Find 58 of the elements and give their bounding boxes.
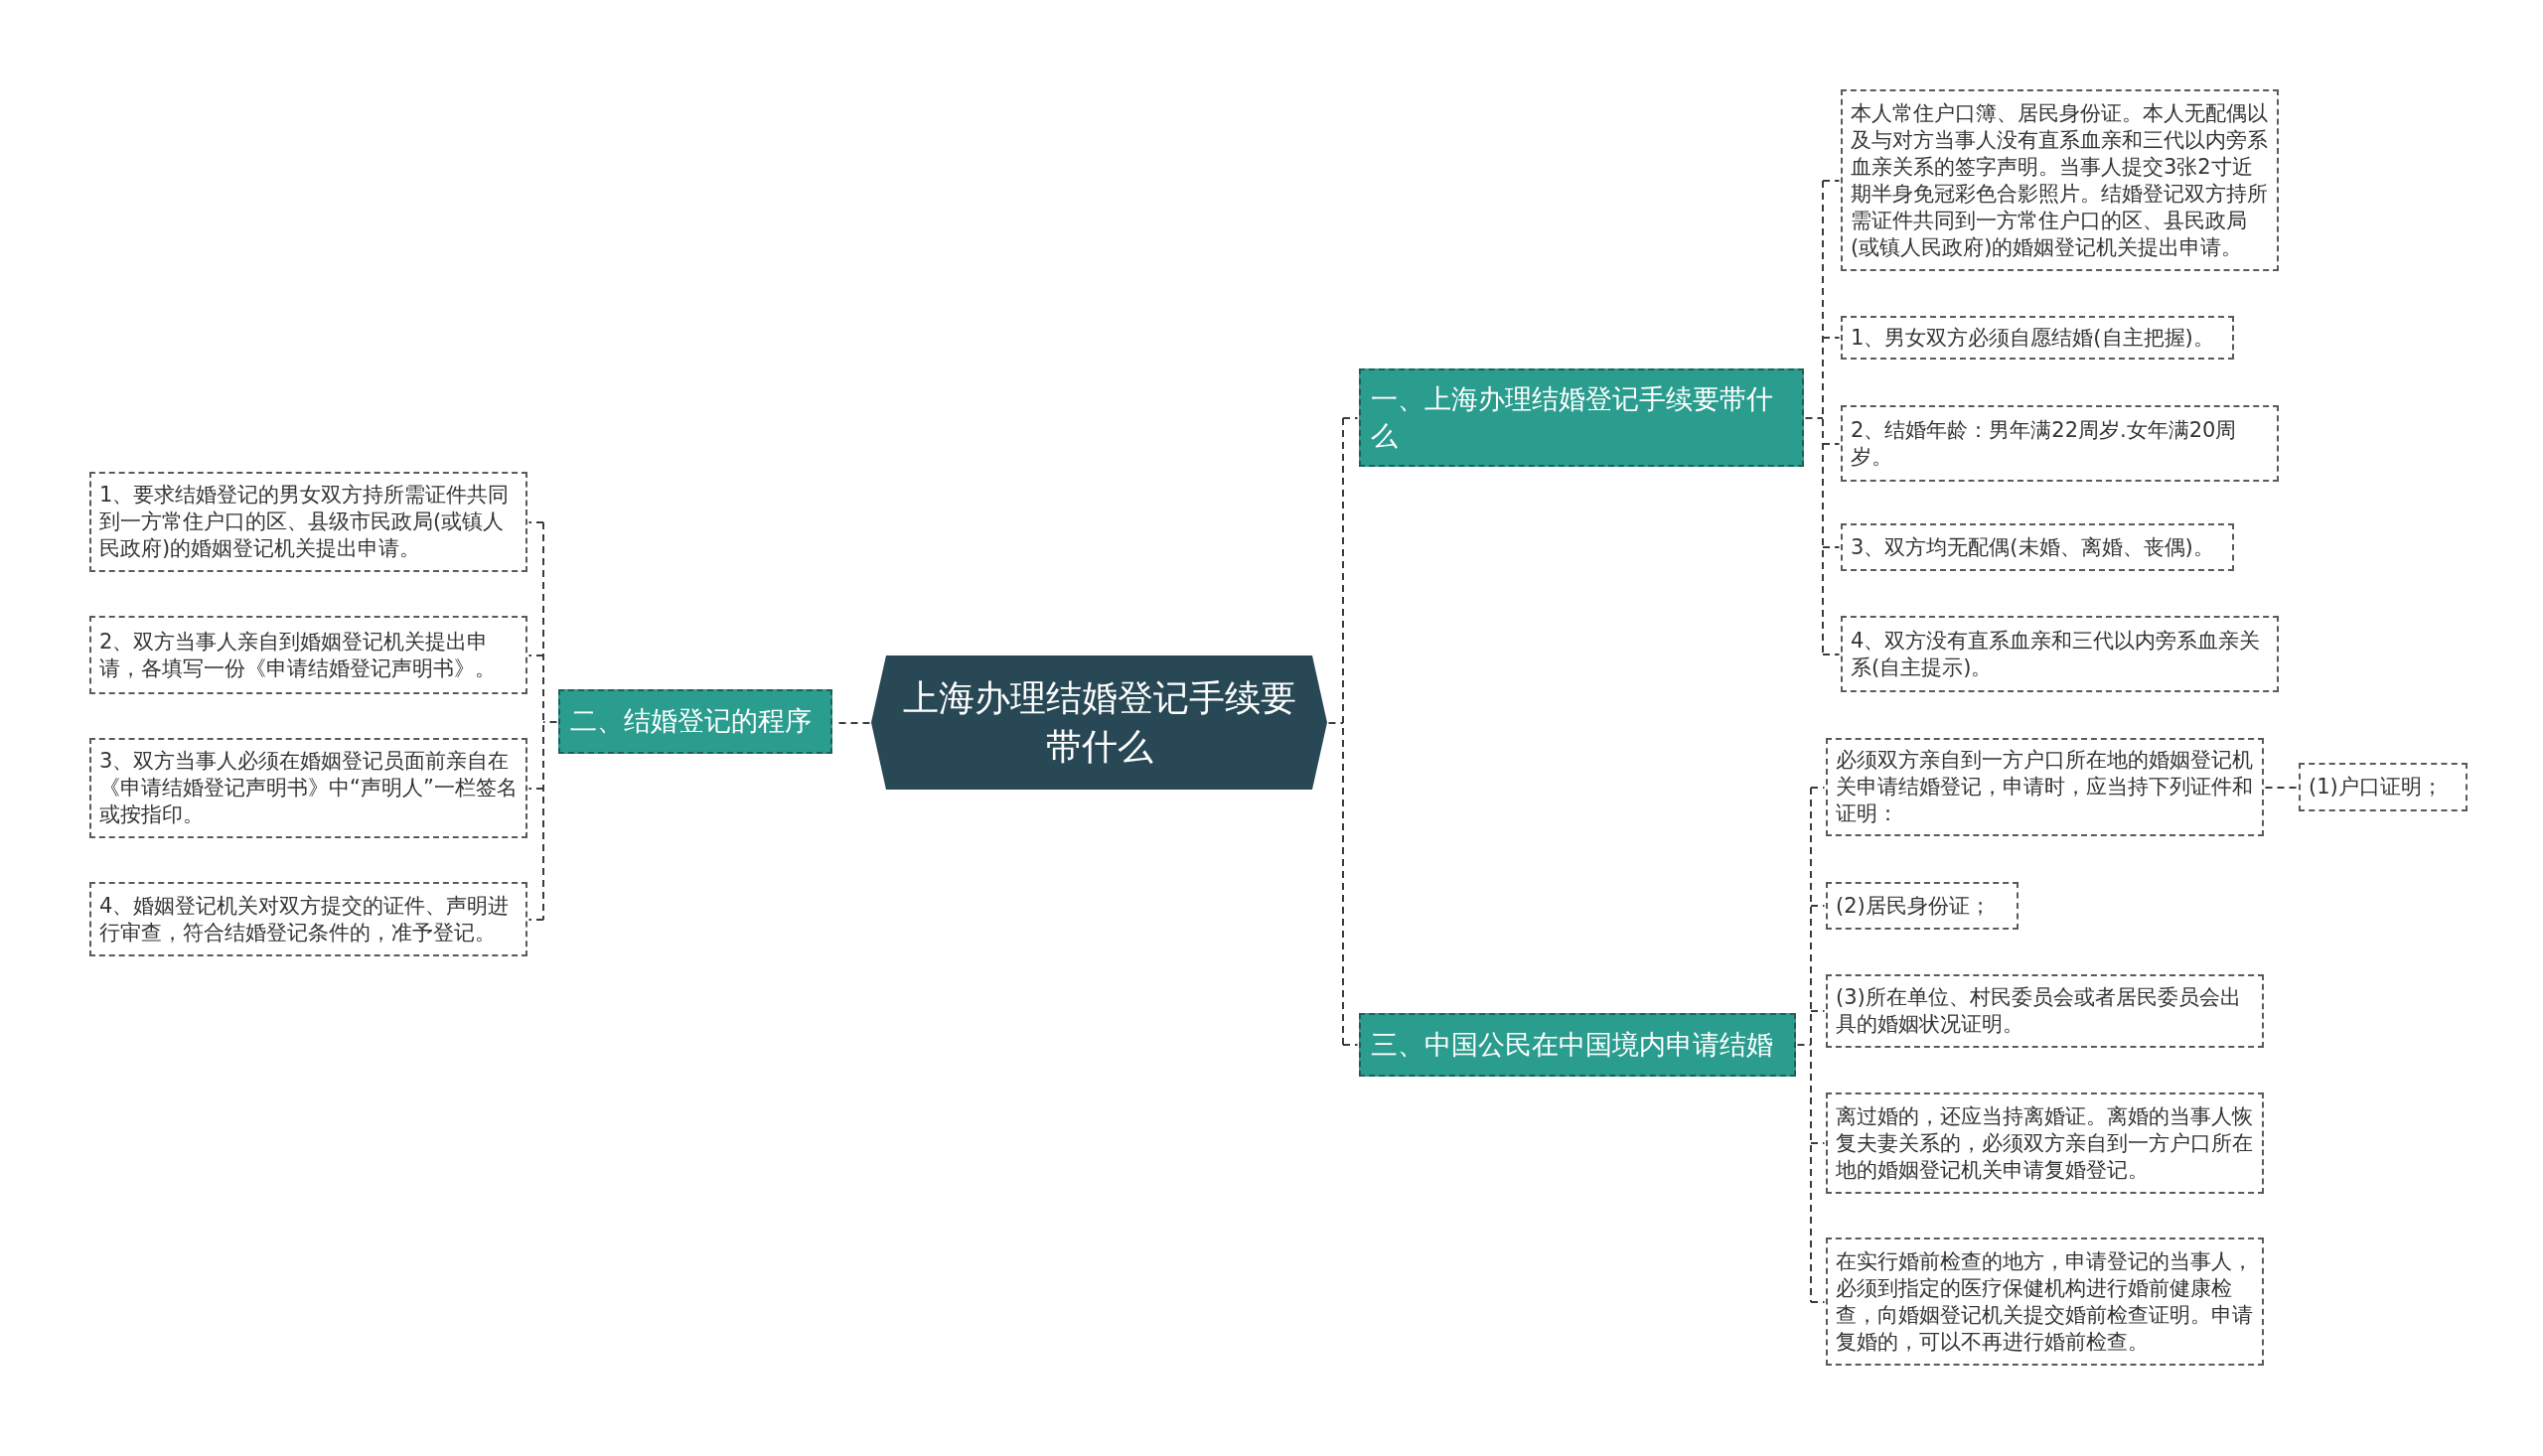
connector-line	[2264, 787, 2299, 789]
detail-text: 2、结婚年龄：男年满22周岁.女年满20周岁。	[1851, 416, 2238, 471]
branch-topic-text: 一、上海办理结婚登记手续要带什么	[1371, 382, 1774, 453]
connector-line	[1810, 1301, 1826, 1303]
detail-box	[1826, 738, 2264, 836]
connector-line	[1822, 654, 1841, 655]
detail-text: 在实行婚前检查的地方，申请登记的当事人，必须到指定的医疗保健机构进行婚前健康检查，向婚姻登记机关提交婚前检查证明。申请复婚的，可以不再进行婚前检查。	[1836, 1247, 2254, 1356]
detail-text: 1、要求结婚登记的男女双方持所需证件共同到一方常住户口的区、县级市民政局(或镇人民政府)的婚姻登记机关提出申请。	[99, 482, 511, 562]
detail-box	[89, 738, 527, 838]
branch-topic-text: 三、中国公民在中国境内申请结婚	[1371, 1027, 1773, 1062]
detail-text: (2)居民身份证；	[1836, 892, 1991, 920]
connector-line	[1810, 905, 1826, 907]
detail-text: 离过婚的，还应当持离婚证。离婚的当事人恢复夫妻关系的，必须双方亲自到一方户口所在地的婚姻登记机关申请复婚登记。	[1836, 1102, 2254, 1184]
connector-line	[1327, 417, 1344, 1046]
detail-text: 2、双方当事人亲自到婚姻登记机关提出申请，各填写一份《申请结婚登记声明书》。	[99, 628, 497, 682]
detail-text: 3、双方当事人必须在婚姻登记员面前亲自在《申请结婚登记声明书》中“声明人”一栏签名或按指印。	[99, 748, 518, 828]
detail-box	[1826, 882, 2019, 930]
branch-topic-box	[1359, 1013, 1796, 1077]
detail-text: 必须双方亲自到一方户口所在地的婚姻登记机关申请结婚登记，申请时，应当持下列证件和证明：	[1836, 747, 2254, 827]
detail-text: (3)所在单位、村民委员会或者居民委员会出具的婚姻状况证明。	[1836, 984, 2242, 1038]
branch-topic-box	[1359, 368, 1804, 467]
connector-line	[527, 655, 544, 656]
connector-line	[1342, 417, 1359, 419]
detail-box	[1841, 616, 2279, 692]
connector-line	[1822, 546, 1841, 548]
detail-text: 1、男女双方必须自愿结婚(自主把握)。	[1851, 324, 2214, 352]
detail-text: (1)户口证明；	[2309, 774, 2443, 801]
detail-box	[1826, 1092, 2264, 1194]
connector-line	[527, 919, 544, 921]
connector-line	[542, 521, 558, 921]
connector-line	[1810, 1142, 1826, 1144]
central-topic-hexagon	[871, 655, 1327, 790]
connector-line	[527, 788, 544, 790]
detail-box	[89, 472, 527, 572]
detail-text: 4、婚姻登记机关对双方提交的证件、声明进行审查，符合结婚登记条件的，准予登记。	[99, 892, 511, 946]
connector-line	[1810, 1010, 1826, 1012]
connector-line	[1810, 787, 1826, 789]
detail-box	[89, 616, 527, 694]
connector-line	[1342, 1044, 1359, 1046]
central-topic-text: 上海办理结婚登记手续要带什么	[901, 675, 1297, 769]
detail-text: 3、双方均无配偶(未婚、离婚、丧偶)。	[1851, 533, 2214, 561]
detail-box	[1841, 316, 2234, 360]
branch-topic-text: 二、结婚登记的程序	[570, 704, 812, 739]
detail-box	[89, 882, 527, 956]
detail-box	[1826, 1238, 2264, 1366]
connector-line	[1822, 337, 1841, 339]
detail-box	[1841, 405, 2279, 482]
detail-box	[1841, 523, 2234, 571]
detail-box	[2299, 763, 2468, 811]
detail-box	[1826, 974, 2264, 1048]
detail-text: 本人常住户口簿、居民身份证。本人无配偶以及与对方当事人没有直系血亲和三代以内旁系血亲关系的签字声明。当事人提交3张2寸近期半身免冠彩色合影照片。结婚登记双方持所需证件共同到一方常住户口的区、县民政局(或镇人民政府)的婚姻登记机关提出申请。	[1851, 99, 2269, 261]
detail-text: 4、双方没有直系血亲和三代以内旁系血亲关系(自主提示)。	[1851, 627, 2262, 681]
connector-line	[527, 521, 544, 523]
connector-line	[1804, 180, 1824, 655]
connector-line	[1822, 180, 1841, 182]
branch-topic-box	[558, 689, 832, 754]
connector-line	[1796, 787, 1812, 1303]
connector-line	[1822, 443, 1841, 445]
